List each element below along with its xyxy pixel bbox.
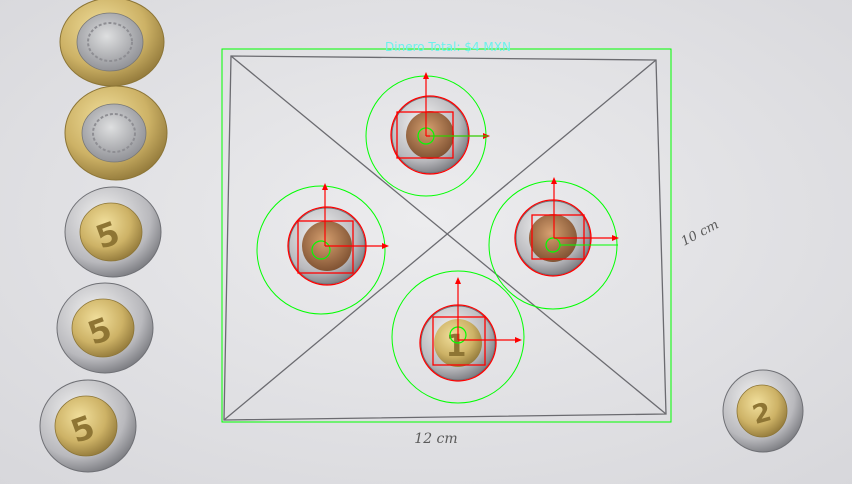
coin-five-peso: 5 [39,379,137,473]
detected-coin [365,72,490,197]
detected-coin: 1 [391,270,525,404]
detected-coin [256,183,389,315]
total-money-label: Dinero Total: $4 MXN [385,40,511,54]
coin-center-marker [311,240,331,260]
detected-coin [488,177,619,310]
coin-bbox [432,316,486,366]
detected-paper-bbox [221,48,672,423]
width-dimension-label: 12 cm [414,431,457,447]
drawn-reference-rectangle [223,55,667,421]
coin-five-peso: 5 [56,282,154,374]
coin-five-peso: 5 [64,186,162,278]
coin-bbox [396,111,454,159]
detection-radius-circle [256,185,386,315]
coin-bbox [531,214,585,260]
coin-two-peso: 2 [722,369,804,453]
coin-ten-peso [59,0,165,87]
coin-contour [390,95,470,175]
detection-radius-circle [391,270,525,404]
coin-digit: 1 [446,329,467,364]
coin-ten-peso [64,85,168,181]
